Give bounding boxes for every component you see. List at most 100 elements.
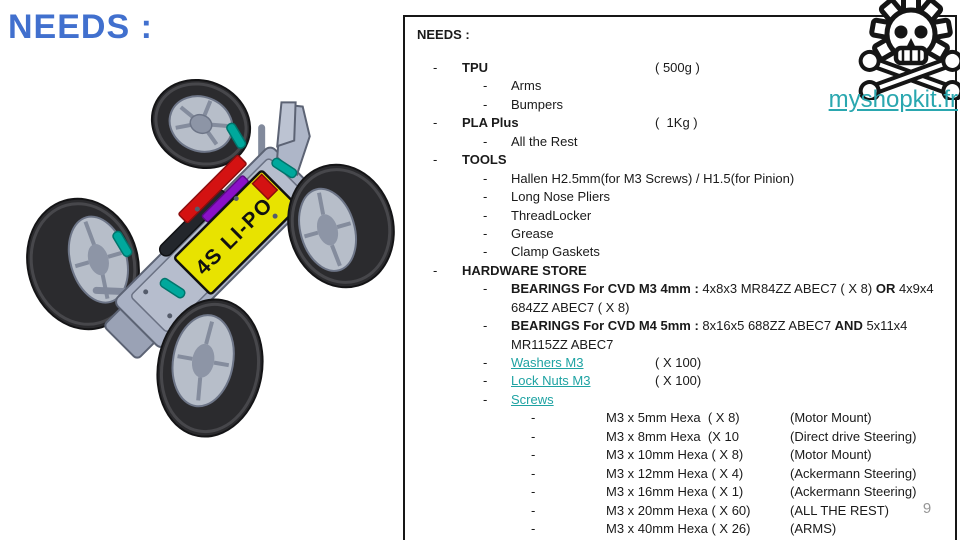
lock-nuts-m3-link[interactable]: Lock Nuts M3 <box>511 373 591 389</box>
bullet-dash: - <box>483 281 488 297</box>
text-segment: 684ZZ ABEC7 ( X 8) <box>511 299 630 315</box>
bullet-dash: - <box>483 355 488 370</box>
bullet-dash: - <box>531 410 536 426</box>
washers-m3-link[interactable]: Washers M3 <box>511 355 584 370</box>
list-item: -Clamp Gaskets <box>405 243 955 261</box>
quantity-value: ( X 100) <box>655 373 702 389</box>
list-item: - Washers M3 ( X 100) <box>405 354 955 372</box>
myshopkit-link[interactable]: myshopkit.fr <box>828 86 958 113</box>
text-segment: 4x9x4 <box>895 281 934 297</box>
list-item-text: M3 x 16mm Hexa ( X 1) <box>606 483 743 501</box>
list-item: -TOOLS <box>405 151 955 169</box>
list-item: - HARDWARE STORE <box>405 262 955 280</box>
text-segment: TOOLS <box>462 152 507 168</box>
list-item: MR115ZZ ABEC7 <box>405 336 955 354</box>
list-item: - Screws <box>405 391 955 409</box>
bullet-dash: - <box>433 262 438 278</box>
list-item: -M3 x 20mm Hexa ( X 60)(ALL THE REST) <box>405 502 955 520</box>
list-item: - BEARINGS For CVD M3 4mm : 4x8x3 MR84ZZ … <box>405 280 955 298</box>
list-item: -M3 x 40mm Hexa ( X 26)(ARMS) <box>405 520 955 538</box>
list-item: - M3 x 12mm Hexa ( X 4) (Ackermann Steerin… <box>405 465 955 483</box>
list-item: - Grease <box>405 225 955 243</box>
list-item-text: ThreadLocker <box>511 207 591 225</box>
bullet-dash: - <box>483 373 488 389</box>
list-item-text: M3 x 12mm Hexa ( X 4) <box>606 465 743 483</box>
text-segment: ThreadLocker <box>511 207 592 223</box>
wheel-front-right <box>287 163 395 289</box>
bullet-dash: - <box>483 133 488 149</box>
bullet-dash: - <box>531 465 536 481</box>
text-segment: BEARINGS For CVD M3 4mm : <box>511 281 699 297</box>
text-segment: BEARINGS For CVD M4 5mm : <box>511 318 699 334</box>
screw-details <box>143 196 278 319</box>
list-item-text: Lock Nuts M3 <box>511 372 590 390</box>
text-segment: Bumpers <box>511 96 564 112</box>
screws-link[interactable]: Screws <box>511 391 554 407</box>
list-item: - M3 x 8mm Hexa (X 10 (Direct drive Steeri… <box>405 428 955 446</box>
bullet-dash: - <box>483 207 488 223</box>
list-item: - Long Nose Pliers <box>405 188 955 206</box>
list-item: -BEARINGS For CVD M4 5mm : 8x16x5 688ZZ … <box>405 317 955 335</box>
list-item: 684ZZ ABEC7 ( X 8) <box>405 299 955 317</box>
list-item: - All the Rest <box>405 133 955 151</box>
motor-red-part <box>178 154 247 224</box>
list-item: -TPU( 500g ) <box>405 59 955 77</box>
usage-note: (Motor Mount) <box>790 447 872 463</box>
text-segment: M3 x 20mm Hexa ( X 60) <box>606 502 751 518</box>
list-item-text: Bumpers <box>511 96 563 114</box>
text-segment: Hallen H2.5mm(for M3 Screws) / H1.5(for … <box>511 170 795 186</box>
bullet-dash: - <box>483 391 488 407</box>
text-segment: AND <box>834 318 863 334</box>
list-item-text: Long Nose Pliers <box>511 188 610 206</box>
usage-note: (Ackermann Steering) <box>790 465 917 481</box>
bullet-dash: - <box>483 189 488 205</box>
usage-note: (ARMS) <box>790 520 837 536</box>
list-item: - Lock Nuts M3 ( X 100) <box>405 372 955 390</box>
quantity-value: ( X 100) <box>655 355 702 370</box>
text-segment: OR <box>875 281 896 297</box>
bullet-dash: - <box>531 428 536 444</box>
quantity-value: ( 500g ) <box>655 60 700 75</box>
text-segment: 4x8x3 MR84ZZ ABEC7 ( X 8) <box>698 281 876 297</box>
text-segment: M3 x 5mm Hexa ( X 8) <box>606 410 740 426</box>
panel-header: NEEDS : <box>417 27 470 42</box>
list-item: -Hallen H2.5mm(for M3 Screws) / H1.5(for… <box>405 170 955 188</box>
text-segment: M3 x 40mm Hexa ( X 26) <box>606 520 751 536</box>
list-item-text: Arms <box>511 77 541 95</box>
text-segment: Long Nose Pliers <box>511 189 610 205</box>
list-item-text: Screws <box>511 391 554 409</box>
quantity-value: ( 1Kg ) <box>655 115 698 131</box>
list-item-text: HARDWARE STORE <box>462 262 587 280</box>
usage-note: (Ackermann Steering) <box>790 484 917 500</box>
bullet-dash: - <box>531 502 536 518</box>
list-item-text: Grease <box>511 225 554 243</box>
text-segment: TPU <box>462 60 488 75</box>
page-number: 9 <box>922 500 932 517</box>
list-item-text: All the Rest <box>511 133 577 151</box>
text-segment: Clamp Gaskets <box>511 244 600 260</box>
text-segment: All the Rest <box>511 133 578 149</box>
usage-note: (Direct drive Steering) <box>790 428 917 444</box>
list-item-text: BEARINGS For CVD M3 4mm : 4x8x3 MR84ZZ A… <box>511 280 934 298</box>
list-item-text: MR115ZZ ABEC7 <box>511 336 613 354</box>
wheel-rear-left <box>26 197 140 331</box>
front-wing <box>276 101 297 148</box>
list-item-text: Clamp Gaskets <box>511 243 600 261</box>
text-segment: PLA Plus <box>462 115 519 131</box>
list-item-text: PLA Plus <box>462 114 519 132</box>
list-item-text: BEARINGS For CVD M4 5mm : 8x16x5 688ZZ A… <box>511 317 907 335</box>
text-segment: M3 x 12mm Hexa ( X 4) <box>606 465 744 481</box>
list-item-text: TOOLS <box>462 151 507 169</box>
text-segment: M3 x 8mm Hexa (X 10 <box>606 428 739 444</box>
needs-panel: NEEDS : - TPU ( 500g ) - Arms - Bumpers - PLA Pl… <box>403 15 957 540</box>
needs-list: - TPU ( 500g ) - Arms - Bumpers - PLA Plus ( 1Kg … <box>405 59 955 538</box>
text-segment: HARDWARE STORE <box>462 262 587 278</box>
list-item-text: M3 x 5mm Hexa ( X 8) <box>606 409 740 427</box>
bullet-dash: - <box>483 225 488 241</box>
list-item-text: M3 x 8mm Hexa (X 10 <box>606 428 739 446</box>
list-item-text: Washers M3 <box>511 354 583 372</box>
list-item-text: M3 x 20mm Hexa ( X 60) <box>606 502 751 520</box>
bullet-dash: - <box>531 484 536 500</box>
list-item-text: 684ZZ ABEC7 ( X 8) <box>511 299 630 317</box>
text-segment: 5x11x4 <box>862 318 908 334</box>
